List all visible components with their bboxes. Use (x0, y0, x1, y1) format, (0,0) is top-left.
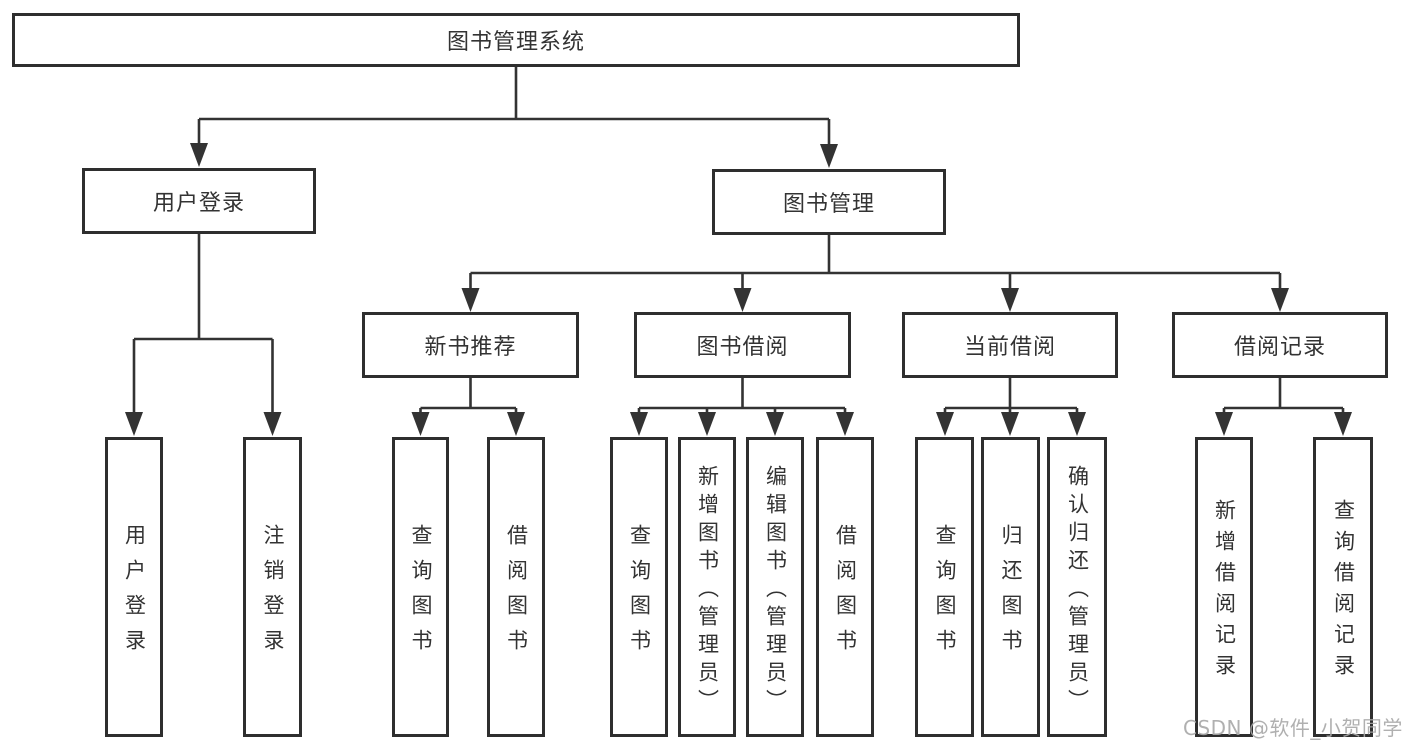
leaf-add-book-admin-label: 新增图书（管理员） (695, 464, 720, 717)
leaf-return-book: 归还图书 (981, 437, 1040, 737)
connector-current-borrowing-children (936, 378, 1086, 436)
leaf-logout-label: 注销登录 (261, 524, 286, 664)
leaf-add-borrow-record-label: 新增借阅记录 (1212, 499, 1237, 685)
node-new-book-recommendation: 新书推荐 (362, 312, 579, 378)
leaf-query-books-current: 查询图书 (915, 437, 974, 737)
connector-new-books-children (411, 378, 525, 436)
leaf-edit-book-admin-label: 编辑图书（管理员） (763, 464, 788, 717)
leaf-confirm-return-admin: 确认归还（管理员） (1047, 437, 1107, 737)
watermark-csdn: CSDN @软件_小贺同学 (1183, 716, 1403, 740)
leaf-borrow-books-recommendation: 借阅图书 (487, 437, 545, 737)
leaf-query-books-borrowing-label: 查询图书 (627, 524, 652, 664)
node-book-management: 图书管理 (712, 169, 946, 235)
leaf-add-borrow-record: 新增借阅记录 (1195, 437, 1253, 737)
leaf-query-books-current-label: 查询图书 (933, 524, 958, 664)
connector-book-management-sections (461, 235, 1289, 312)
leaf-edit-book-admin: 编辑图书（管理员） (746, 437, 804, 737)
leaf-query-books-recommendation-label: 查询图书 (409, 524, 434, 664)
node-current-borrowing: 当前借阅 (902, 312, 1118, 378)
leaf-query-borrow-record-label: 查询借阅记录 (1331, 499, 1356, 685)
leaf-borrow-books-borrowing: 借阅图书 (816, 437, 874, 737)
leaf-add-book-admin: 新增图书（管理员） (678, 437, 736, 737)
leaf-query-books-recommendation: 查询图书 (392, 437, 449, 737)
connector-root-to-level2 (190, 67, 838, 168)
connector-borrowing-records-children (1215, 378, 1352, 436)
leaf-logout: 注销登录 (243, 437, 302, 737)
node-library-management-system: 图书管理系统 (12, 13, 1020, 67)
leaf-user-login-label: 用户登录 (122, 524, 147, 664)
node-user-login: 用户登录 (82, 168, 316, 234)
leaf-confirm-return-admin-label: 确认归还（管理员） (1065, 464, 1090, 717)
leaf-query-borrow-record: 查询借阅记录 (1313, 437, 1373, 737)
leaf-query-books-borrowing: 查询图书 (610, 437, 668, 737)
node-borrowing-records: 借阅记录 (1172, 312, 1388, 378)
leaf-borrow-books-recommendation-label: 借阅图书 (504, 524, 529, 664)
leaf-borrow-books-borrowing-label: 借阅图书 (833, 524, 858, 664)
node-book-borrowing: 图书借阅 (634, 312, 851, 378)
connector-user-login-children (125, 234, 282, 436)
connector-book-borrowing-children (630, 378, 854, 436)
leaf-user-login: 用户登录 (105, 437, 163, 737)
leaf-return-book-label: 归还图书 (999, 524, 1024, 664)
